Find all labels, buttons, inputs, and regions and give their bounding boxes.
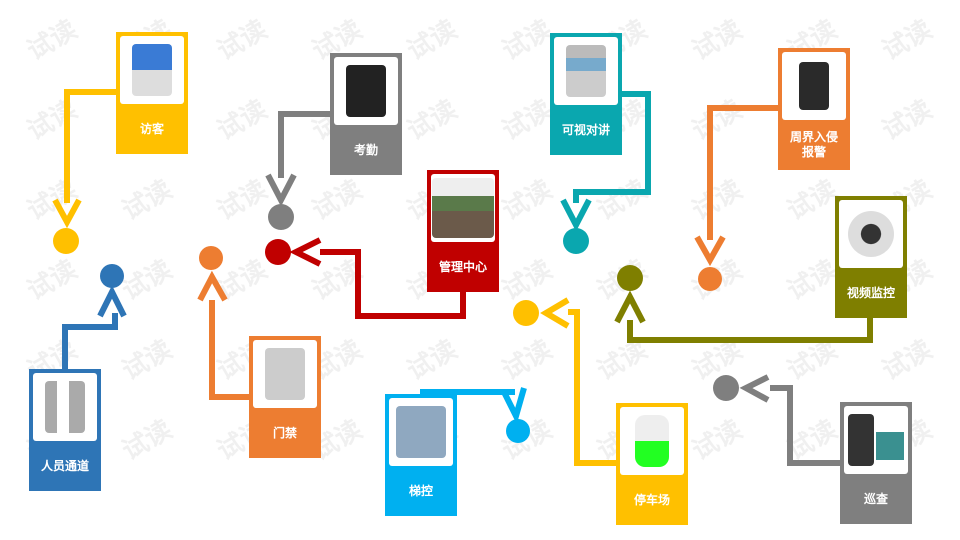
node-label: 门禁 <box>272 425 297 440</box>
node-management[interactable]: 管理中心 <box>427 170 499 292</box>
node-label: 可视对讲 <box>561 122 610 137</box>
intercom-panel-icon <box>554 37 618 105</box>
patrol-handheld-icon <box>844 406 908 474</box>
node-elevator[interactable]: 梯控 <box>385 394 457 516</box>
endpoint-turnstile <box>100 264 124 288</box>
node-label: 考勤 <box>353 142 378 157</box>
endpoint-access <box>199 246 223 270</box>
dome-camera-icon <box>839 200 903 268</box>
turnstile-icon <box>33 373 97 441</box>
node-attendance[interactable]: 考勤 <box>330 53 402 175</box>
endpoint-patrol <box>713 375 739 401</box>
control-room-icon <box>431 174 495 242</box>
connector-turnstile <box>62 285 127 369</box>
connector-management <box>289 237 466 319</box>
kiosk-icon <box>120 36 184 104</box>
node-patrol[interactable]: 巡查 <box>840 402 912 524</box>
endpoint-management <box>265 239 291 265</box>
connector-visitor <box>52 89 116 229</box>
connector-parking <box>540 297 616 466</box>
connector-perimeter <box>694 105 778 267</box>
connector-patrol <box>739 374 840 466</box>
node-label: 访客 <box>139 121 164 136</box>
node-access[interactable]: 门禁 <box>249 336 321 458</box>
connector-cctv <box>614 290 873 343</box>
connector-elevator <box>420 387 527 425</box>
node-label: 周界入侵报警 <box>789 130 838 159</box>
node-perimeter[interactable]: 周界入侵报警 <box>778 48 850 170</box>
ic-card-reader-icon <box>253 340 317 408</box>
endpoint-parking <box>513 300 539 326</box>
alarm-host-icon <box>782 52 846 120</box>
node-label: 管理中心 <box>438 259 487 274</box>
connector-access <box>197 270 249 400</box>
parking-barrier-icon <box>620 407 684 475</box>
node-turnstile[interactable]: 人员通道 <box>29 369 101 491</box>
endpoint-visitor <box>53 228 79 254</box>
node-label: 停车场 <box>633 492 670 507</box>
node-label: 梯控 <box>408 483 433 498</box>
attendance-terminal-icon <box>334 57 398 125</box>
node-label: 巡查 <box>863 491 888 506</box>
node-parking[interactable]: 停车场 <box>616 403 688 525</box>
connector-attendance <box>265 111 330 207</box>
node-visitor[interactable]: 访客 <box>116 32 188 154</box>
node-label: 人员通道 <box>40 458 89 473</box>
node-intercom[interactable]: 可视对讲 <box>550 33 622 155</box>
endpoint-intercom <box>563 228 589 254</box>
node-cctv[interactable]: 视频监控 <box>835 196 907 318</box>
endpoint-elevator <box>506 419 530 443</box>
control-cabinet-icon <box>389 398 453 466</box>
endpoint-cctv <box>617 265 643 291</box>
node-label: 视频监控 <box>846 285 895 300</box>
endpoint-attendance <box>268 204 294 230</box>
endpoint-perimeter <box>698 267 722 291</box>
connector-intercom <box>560 91 651 232</box>
